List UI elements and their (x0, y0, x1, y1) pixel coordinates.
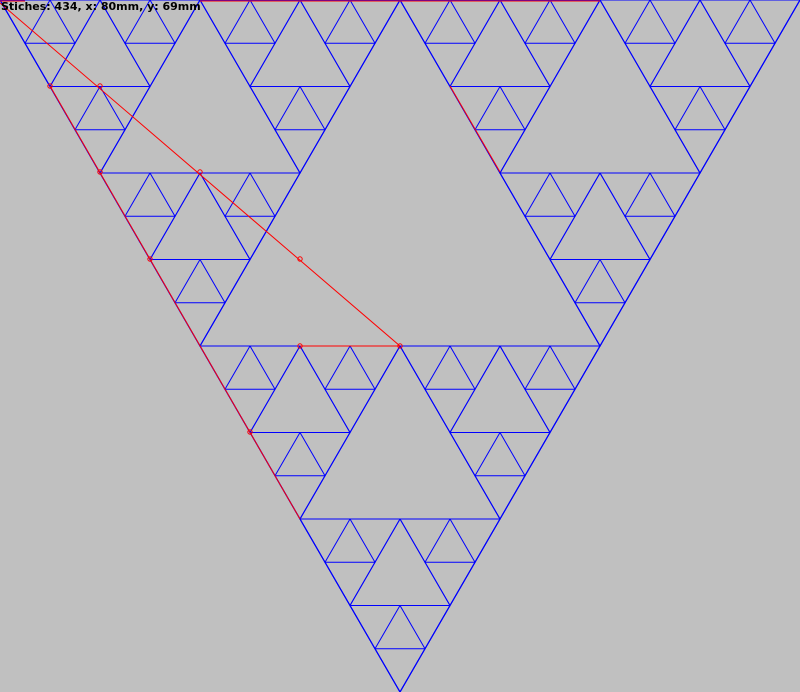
pattern-triangle (524, 42, 576, 88)
pattern-triangle (574, 302, 626, 347)
stitch-point[interactable] (247, 429, 253, 435)
stitch-point[interactable] (147, 256, 153, 262)
pattern-triangle (749, 0, 800, 45)
pattern-triangle (249, 345, 301, 391)
pattern-triangle (174, 302, 226, 347)
pattern-triangle (199, 259, 251, 304)
pattern-triangle (699, 86, 751, 131)
pattern-triangle (399, 518, 451, 564)
pattern-triangle (349, 518, 401, 564)
pattern-triangle (99, 0, 151, 45)
stitch-point[interactable] (47, 83, 53, 89)
pattern-triangle (449, 345, 501, 391)
stitch-segment (49, 85, 301, 520)
pattern-triangle (549, 0, 601, 45)
pattern-triangle (474, 475, 526, 520)
pattern-triangle (249, 0, 301, 45)
pattern-triangle (149, 0, 201, 45)
pattern-triangle (249, 86, 301, 131)
pattern-triangle (499, 345, 551, 391)
pattern-triangle (424, 388, 476, 434)
stitch-point[interactable] (297, 256, 303, 262)
pattern-triangle (0, 0, 51, 45)
pattern-triangle (549, 172, 601, 218)
pattern-triangle (274, 475, 326, 520)
pattern-triangle (349, 605, 401, 650)
pattern-triangle (599, 0, 651, 45)
pattern-triangle (349, 345, 401, 391)
pattern-triangle (649, 86, 701, 131)
pattern-triangle (249, 172, 301, 218)
pattern-triangle (449, 0, 501, 45)
pattern-triangle (699, 0, 751, 45)
pattern-triangle (199, 172, 251, 218)
pattern-triangle (324, 388, 376, 434)
pattern-triangle (624, 215, 676, 261)
pattern-triangle (649, 0, 701, 45)
pattern-triangle (199, 345, 251, 391)
pattern-triangle (299, 0, 351, 45)
pattern-triangle (399, 345, 451, 391)
pattern-triangle (499, 432, 551, 477)
pattern-triangle (49, 0, 101, 45)
stitch-point[interactable] (97, 83, 103, 89)
pattern-triangle (49, 86, 101, 131)
pattern-triangle (24, 42, 76, 88)
pattern-triangle (224, 388, 276, 434)
pattern-triangle (624, 42, 676, 88)
pattern-triangle (299, 518, 351, 564)
pattern-triangle (374, 648, 426, 692)
stitch-path (0, 0, 600, 520)
pattern-triangle (599, 259, 651, 304)
pattern-triangle (424, 561, 476, 607)
pattern-triangle (549, 345, 601, 391)
pattern-triangle (524, 388, 576, 434)
pattern-triangle (274, 129, 326, 174)
stitch-point[interactable] (97, 169, 103, 175)
pattern-triangle (499, 86, 551, 131)
pattern-triangle (249, 432, 301, 477)
pattern-triangle (124, 42, 176, 88)
pattern-triangle (299, 432, 351, 477)
pattern-triangle (349, 0, 401, 45)
pattern-triangle (649, 172, 701, 218)
stitch-point[interactable] (197, 169, 203, 175)
pattern-triangle (449, 86, 501, 131)
pattern-triangle (299, 86, 351, 131)
pattern-triangle (449, 518, 501, 564)
pattern-triangle (449, 432, 501, 477)
pattern-triangle (299, 345, 351, 391)
pattern-triangle (149, 259, 201, 304)
pattern-triangle (599, 172, 651, 218)
pattern-triangle (224, 215, 276, 261)
status-readout: Stiches: 434, x: 80mm, y: 69mm (1, 0, 201, 13)
pattern-triangle (99, 172, 151, 218)
pattern-triangle (724, 42, 776, 88)
pattern-triangle (499, 172, 551, 218)
pattern-triangle (324, 561, 376, 607)
pattern-triangle (399, 0, 451, 45)
pattern-triangle (99, 86, 151, 131)
pattern-triangle (499, 0, 551, 45)
stitch-point[interactable] (397, 343, 403, 349)
pattern-triangle (399, 605, 451, 650)
pattern-triangle (149, 172, 201, 218)
pattern-triangle (124, 215, 176, 261)
pattern-triangle (674, 129, 726, 174)
stitch-segment (449, 85, 501, 173)
pattern-triangle (524, 215, 576, 261)
pattern-triangle (74, 129, 126, 174)
pattern-triangle (549, 259, 601, 304)
pattern-triangle (474, 129, 526, 174)
pattern-triangle (324, 42, 376, 88)
pattern-triangle (224, 42, 276, 88)
pattern-triangle (424, 42, 476, 88)
pattern-triangle (199, 0, 251, 45)
stitch-point[interactable] (297, 343, 303, 349)
